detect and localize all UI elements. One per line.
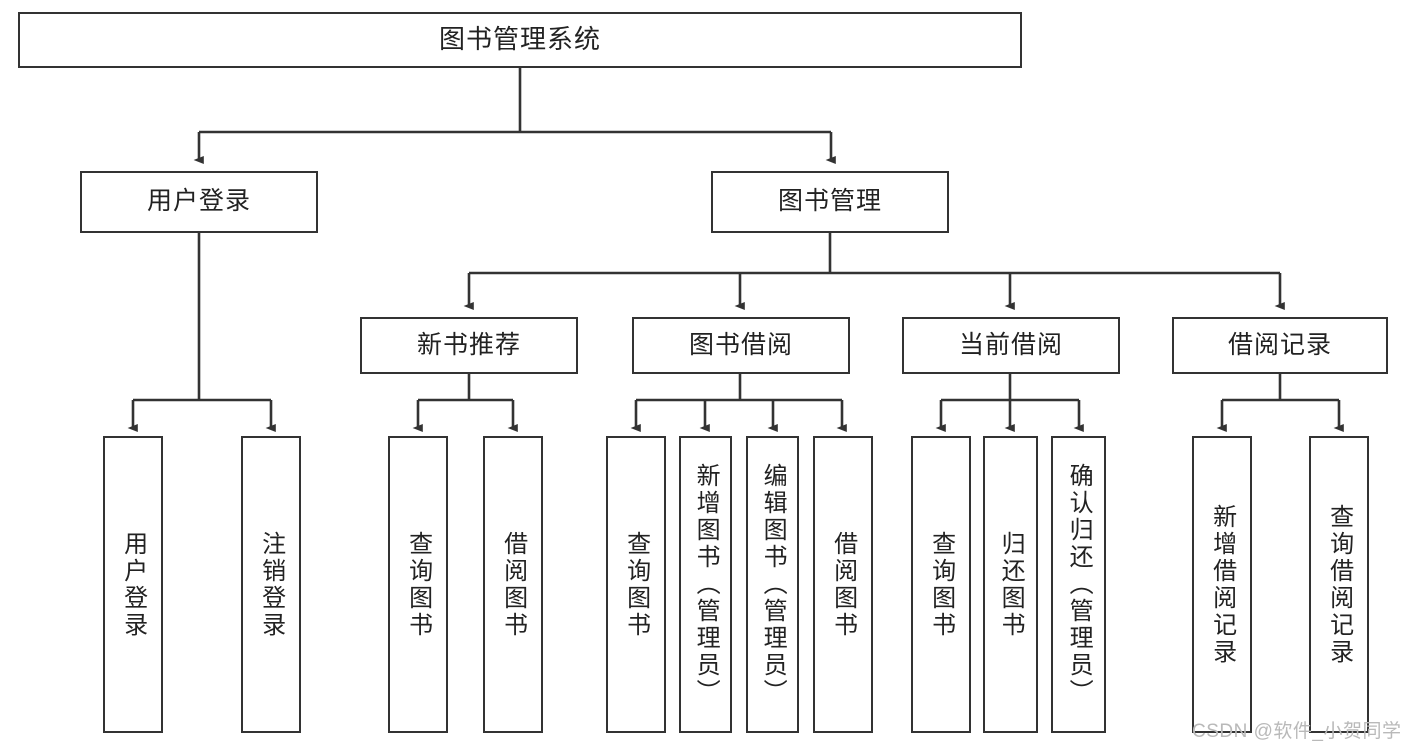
node-label: 查询图书	[404, 530, 432, 639]
node-current-borrow[interactable]: 当前借阅	[902, 317, 1120, 374]
node-label: 新增借阅记录	[1208, 503, 1236, 666]
node-leaf-user-login[interactable]: 用户登录	[103, 436, 163, 733]
node-label: 查询借阅记录	[1325, 503, 1353, 666]
node-label: 借阅图书	[829, 530, 857, 639]
node-label: 新书推荐	[416, 330, 521, 359]
node-label: 新增图书（管理员）	[692, 463, 720, 706]
node-leaf-query-book-current[interactable]: 查询图书	[911, 436, 971, 733]
node-leaf-borrow-book-recommend[interactable]: 借阅图书	[483, 436, 543, 733]
node-leaf-query-book-borrow[interactable]: 查询图书	[606, 436, 666, 733]
node-leaf-borrow-book[interactable]: 借阅图书	[813, 436, 873, 733]
node-label: 借阅图书	[499, 530, 527, 639]
node-label: 图书借阅	[688, 330, 793, 359]
csdn-watermark: CSDN @软件_小贺同学	[1192, 721, 1402, 742]
node-user-login[interactable]: 用户登录	[80, 171, 318, 233]
node-leaf-edit-book[interactable]: 编辑图书（管理员）	[746, 436, 799, 733]
node-label: 用户登录	[119, 530, 147, 639]
node-leaf-add-book[interactable]: 新增图书（管理员）	[679, 436, 732, 733]
node-label: 编辑图书（管理员）	[759, 463, 787, 706]
node-leaf-confirm-return[interactable]: 确认归还（管理员）	[1051, 436, 1106, 733]
node-book-management[interactable]: 图书管理	[711, 171, 949, 233]
node-leaf-add-borrow-record[interactable]: 新增借阅记录	[1192, 436, 1252, 733]
node-label: 查询图书	[927, 530, 955, 639]
node-label: 当前借阅	[958, 330, 1063, 359]
node-label: 图书管理系统	[438, 24, 601, 55]
node-book-borrow[interactable]: 图书借阅	[632, 317, 850, 374]
node-label: 注销登录	[257, 530, 285, 639]
node-label: 用户登录	[146, 187, 251, 216]
node-root-book-management-system[interactable]: 图书管理系统	[18, 12, 1022, 68]
node-leaf-logout-login[interactable]: 注销登录	[241, 436, 301, 733]
node-borrow-record[interactable]: 借阅记录	[1172, 317, 1388, 374]
node-label: 查询图书	[622, 530, 650, 639]
node-label: 确认归还（管理员）	[1065, 463, 1093, 706]
node-label: 借阅记录	[1227, 330, 1332, 359]
node-new-book-recommend[interactable]: 新书推荐	[360, 317, 578, 374]
node-leaf-query-borrow-record[interactable]: 查询借阅记录	[1309, 436, 1369, 733]
node-label: 图书管理	[777, 187, 882, 216]
node-label: 归还图书	[997, 530, 1025, 639]
node-leaf-query-book-recommend[interactable]: 查询图书	[388, 436, 448, 733]
node-leaf-return-book[interactable]: 归还图书	[983, 436, 1038, 733]
